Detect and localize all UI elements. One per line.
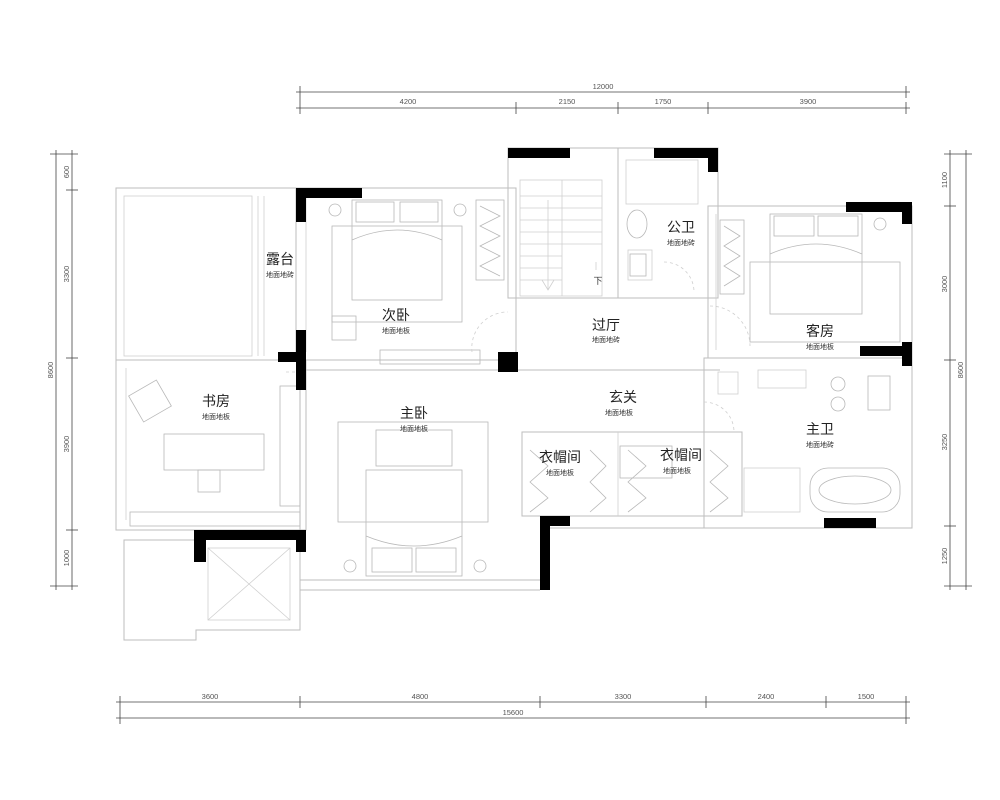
- column-6: [498, 352, 518, 372]
- room-name-study: 书房: [202, 394, 230, 410]
- toilet-public-bath: [626, 209, 648, 239]
- room-name-second-bedroom: 次卧: [382, 308, 410, 324]
- dim-bottom-seg-3: 3300: [615, 692, 632, 701]
- column-8b: [194, 530, 206, 562]
- dim-top-seg-3: 1750: [655, 97, 672, 106]
- right-dimension-lines: 1100 3000 3250 1250 8600: [940, 150, 972, 590]
- column-4: [846, 202, 912, 212]
- dim-right-seg-1: 1100: [940, 172, 949, 188]
- room-floor-study: 地面地板: [202, 412, 230, 421]
- structural-columns: [194, 148, 912, 590]
- dim-bottom-seg-1: 3600: [202, 692, 219, 701]
- room-floor-closet-2: 地面地板: [663, 466, 691, 475]
- left-dimension-lines: 8600 600 3300 3900 1000: [46, 150, 78, 590]
- bed-master-bedroom: [365, 469, 463, 577]
- room-floor-master-bath: 地面地砖: [806, 440, 834, 449]
- column-5: [278, 352, 306, 362]
- dim-top-total: 12000: [593, 82, 614, 91]
- bottom-dimension-lines: 3600 4800 3300 2400 1500 15600: [116, 692, 910, 724]
- top-dimension-lines: 12000 4200 2150 1750 3900: [296, 82, 910, 114]
- dim-top-seg-2: 2150: [559, 97, 576, 106]
- room-name-master-bath: 主卫: [806, 422, 834, 438]
- room-name-master-bedroom: 主卧: [400, 406, 428, 422]
- room-name-terrace: 露台: [266, 252, 294, 268]
- column-9: [540, 516, 570, 526]
- room-floor-second-bedroom: 地面地板: [382, 326, 410, 335]
- room-name-guest-room: 客房: [806, 323, 834, 340]
- column-4b: [902, 202, 912, 224]
- dim-bottom-seg-2: 4800: [412, 692, 429, 701]
- room-name-hallway: 过厅: [592, 318, 620, 334]
- column-7b: [902, 342, 912, 366]
- room-floor-foyer: 地面地板: [605, 408, 633, 417]
- desk-study: [163, 433, 265, 471]
- room-floor-guest-room: 地面地板: [806, 342, 834, 351]
- chair-study: [197, 469, 221, 493]
- bed-guest-room: [769, 213, 863, 315]
- room-floor-hallway: 地面地砖: [592, 335, 620, 344]
- toilet-master-bath: [867, 375, 891, 411]
- room-labels: 露台 地面地砖 次卧 地面地板 过厅 地面地砖 公卫 地面地砖 客房 地面地板 …: [202, 220, 834, 477]
- column-8c: [296, 530, 306, 552]
- column-5b: [296, 330, 306, 390]
- dim-left-seg-4: 1000: [62, 550, 71, 567]
- column-1b: [296, 188, 362, 198]
- dim-right-seg-2: 3000: [940, 276, 949, 293]
- column-10: [824, 518, 876, 528]
- column-9b: [540, 516, 550, 590]
- dim-bottom-seg-5: 1500: [858, 692, 875, 701]
- room-floor-master-bedroom: 地面地板: [400, 424, 428, 433]
- dim-top-seg-1: 4200: [400, 97, 417, 106]
- bathtub-master-bath: [809, 467, 901, 513]
- dim-bottom-seg-4: 2400: [758, 692, 775, 701]
- walls: [115, 147, 913, 641]
- room-floor-terrace: 地面地砖: [266, 270, 294, 279]
- dim-bottom-total: 15600: [503, 708, 524, 717]
- dim-top-seg-4: 3900: [800, 97, 817, 106]
- column-3: [654, 148, 718, 158]
- dim-right-total: 8600: [956, 362, 965, 379]
- room-name-foyer: 玄关: [609, 389, 637, 406]
- dim-right-seg-3: 3250: [940, 434, 949, 451]
- dim-left-seg-3: 3900: [62, 436, 71, 453]
- stair-down-label: 下: [593, 277, 602, 287]
- room-name-closet-1: 衣帽间: [539, 450, 581, 466]
- dim-left-total: 8600: [46, 362, 55, 379]
- armchair-study: [128, 379, 172, 423]
- chair-second-bedroom: [331, 315, 357, 341]
- bed-second-bedroom: [351, 199, 443, 301]
- room-name-public-bath: 公卫: [667, 220, 695, 236]
- column-8: [194, 530, 306, 540]
- column-3b: [708, 148, 718, 172]
- dim-right-seg-4: 1250: [940, 548, 949, 565]
- column-7: [860, 346, 912, 356]
- column-1: [296, 188, 306, 222]
- room-name-closet-2: 衣帽间: [660, 448, 702, 464]
- furniture: [128, 195, 901, 577]
- room-floor-public-bath: 地面地砖: [667, 238, 695, 247]
- column-2: [508, 148, 570, 158]
- dim-left-seg-1: 600: [62, 166, 71, 179]
- room-floor-closet-1: 地面地板: [546, 468, 574, 477]
- dim-left-seg-2: 3300: [62, 266, 71, 283]
